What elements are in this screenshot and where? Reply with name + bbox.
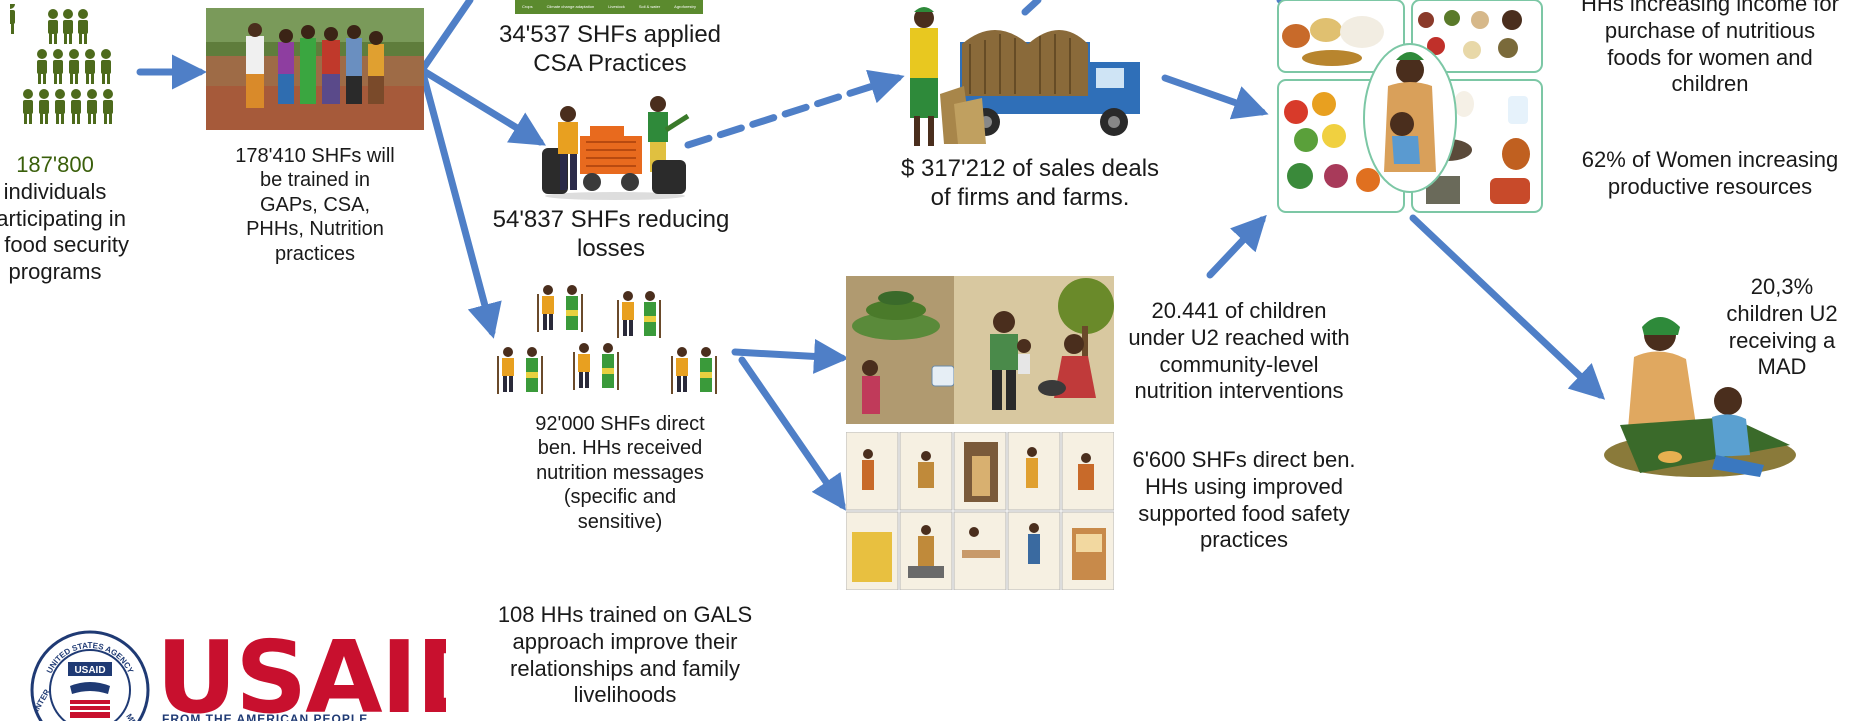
mad-line: children U2 [1726, 300, 1838, 326]
sales-line: $ 317'212 of sales deals [900, 155, 1160, 182]
gals-line: approach improve their [512, 628, 738, 654]
nutrition-messages-line: nutrition messages [536, 461, 704, 484]
mad-line: receiving a [1728, 327, 1836, 353]
usaid-wordmark: USAID [156, 636, 446, 721]
mad-line: 20,3% [1750, 274, 1814, 299]
children-reached-line: under U2 reached with [1128, 324, 1350, 350]
gals-line: relationships and family [510, 655, 740, 681]
csa-line: CSA Practices [533, 50, 687, 78]
mother-feeding-child-illustration [1600, 305, 1805, 491]
truck-illustration [900, 4, 1160, 152]
csa-banner-label: Livestock [608, 4, 625, 9]
sales-text: $ 317'212 of sales deals of firms and fa… [880, 154, 1180, 213]
mad-text: 20,3% children U2 receiving a MAD [1712, 274, 1852, 381]
training-photo [206, 8, 424, 130]
arrow-children-to-foods [1206, 214, 1267, 279]
children-reached-line: nutrition interventions [1134, 378, 1344, 404]
people-pyramid-icon [10, 4, 130, 134]
gals-text: 108 HHs trained on GALS approach improve… [480, 602, 770, 709]
nutrition-messages-line: 92'000 SHFs direct [535, 413, 705, 435]
csa-banner-label: Soil & water [638, 4, 661, 9]
arrow-nutrition-to-safety [738, 356, 846, 511]
seal-label: USAID [74, 665, 105, 676]
food-safety-line: practices [1199, 527, 1289, 553]
income-line: foods for women and [1607, 44, 1813, 70]
food-safety-line: HHs using improved [1144, 473, 1344, 499]
arrow-top-sales [1021, 0, 1042, 16]
participants-line: G food security [0, 232, 129, 258]
seal-side-right: MENT [124, 712, 144, 721]
nutritious-foods-collage [1276, 0, 1544, 214]
arrow-training-to-nutrition [418, 66, 502, 339]
usaid-wordmark-block: USAID FROM THE AMERICAN PEOPLE [156, 636, 446, 721]
children-reached-text: 20.441 of children under U2 reached with… [1114, 298, 1364, 405]
participants-text: 187'800 individuals participating in G f… [0, 152, 130, 286]
nutrition-messages-text: 92'000 SHFs direct ben. HHs received nut… [505, 412, 735, 534]
usaid-tagline: FROM THE AMERICAN PEOPLE [162, 712, 369, 721]
participants-line: individuals [3, 178, 107, 204]
arrow-training-to-losses [418, 66, 546, 146]
income-line: children [1671, 71, 1749, 97]
arrow-losses-to-sales [684, 69, 905, 149]
participants-line: participating in [0, 205, 126, 231]
training-line: GAPs, CSA, [259, 193, 371, 216]
food-safety-text: 6'600 SHFs direct ben. HHs using improve… [1114, 447, 1374, 554]
farmer-groups-illustration [492, 282, 752, 412]
children-reached-line: community-level [1159, 351, 1319, 377]
gals-line: 108 HHs trained on GALS [497, 602, 753, 627]
losses-line: 54'837 SHFs reducing [492, 206, 730, 233]
nutrition-messages-line: ben. HHs received [537, 437, 703, 460]
losses-line: losses [576, 235, 646, 263]
arrow-training-to-csa [418, 0, 474, 74]
food-safety-line: supported food safety [1138, 500, 1350, 526]
food-safety-grid [846, 432, 1114, 590]
income-line: purchase of nutritious [1604, 17, 1816, 43]
nutrition-messages-line: (specific and [563, 486, 677, 509]
losses-text: 54'837 SHFs reducing losses [480, 205, 742, 264]
training-line: be trained in [259, 169, 371, 192]
csa-text: 34'537 SHFs applied CSA Practices [480, 20, 740, 79]
csa-banner-label: Agroforestry [674, 4, 696, 9]
participants-line: programs [8, 259, 102, 285]
csa-banner-label: Climate change adaptation [546, 4, 595, 9]
women-line: productive resources [1607, 173, 1813, 199]
community-nutrition-illustration [846, 276, 1114, 424]
arrow-nutrition-to-community [731, 338, 849, 374]
gals-line: livelihoods [573, 682, 677, 708]
women-text: 62% of Women increasing productive resou… [1560, 147, 1852, 201]
women-line: 62% of Women increasing [1581, 147, 1839, 172]
arrow-foods-to-mad [1409, 214, 1606, 400]
training-text: 178'410 SHFs will be trained in GAPs, CS… [220, 144, 410, 266]
thresher-illustration [540, 96, 690, 201]
income-text: HHs increasing income for purchase of nu… [1560, 0, 1852, 98]
training-line: practices [274, 242, 356, 265]
nutrition-messages-line: sensitive) [577, 510, 663, 533]
mad-line: MAD [1757, 354, 1807, 380]
participants-count: 187'800 [16, 152, 94, 177]
income-line: HHs increasing income for [1581, 0, 1839, 16]
training-line: PHHs, Nutrition [246, 218, 384, 241]
csa-line: 34'537 SHFs applied [498, 21, 722, 48]
csa-banner-label: Crops [521, 4, 533, 9]
training-line: 178'410 SHFs will [235, 145, 395, 167]
children-reached-line: 20.441 of children [1151, 298, 1327, 323]
csa-banner: Crops Climate change adaptation Livestoc… [515, 0, 703, 14]
food-safety-line: 6'600 SHFs direct ben. [1132, 447, 1356, 472]
arrow-sales-to-foods [1161, 74, 1269, 120]
sales-line: of firms and farms. [930, 184, 1130, 212]
usaid-seal: UNITED STATES AGENCY USAID INTER MENT [30, 628, 150, 721]
